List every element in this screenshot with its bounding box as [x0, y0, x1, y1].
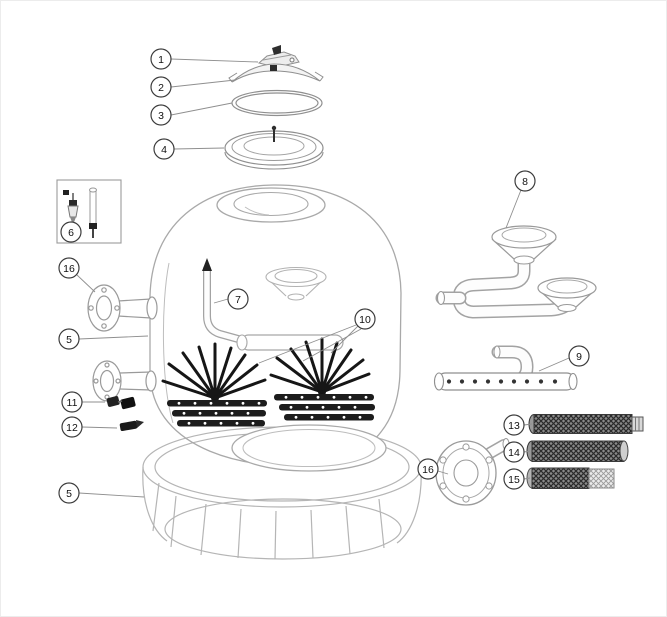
svg-text:15: 15	[508, 474, 520, 486]
part-laterals-10	[161, 337, 375, 427]
part-clamp-1	[257, 45, 300, 67]
sight-tube-icon	[89, 187, 97, 238]
part-fitting-12	[119, 420, 144, 432]
callout-16-left: 16	[58, 257, 80, 279]
svg-text:13: 13	[508, 420, 520, 432]
callouts: 1 2 3 4 6 16 5 7 8 10 9 11 12 13 14 15 1…	[58, 48, 590, 504]
callout-1: 1	[150, 48, 172, 70]
callout-14: 14	[503, 441, 525, 463]
part-oring-3	[231, 89, 323, 117]
callout-9: 9	[568, 345, 590, 367]
callout-5-base: 5	[58, 482, 80, 504]
svg-text:16: 16	[63, 263, 75, 275]
callout-3: 3	[150, 104, 172, 126]
svg-text:8: 8	[522, 176, 528, 188]
callout-12: 12	[61, 416, 83, 438]
internal-diffuser-funnel	[265, 266, 327, 301]
part-tank-body-5	[149, 184, 402, 472]
svg-text:4: 4	[161, 144, 167, 156]
callout-8: 8	[514, 170, 536, 192]
air-relief-valve-icon	[63, 190, 79, 225]
svg-text:16: 16	[422, 464, 434, 476]
callout-16-bottom: 16	[417, 458, 439, 480]
callout-13: 13	[503, 414, 525, 436]
part-flange-16-bottom	[435, 438, 510, 506]
callout-leader-lines	[76, 58, 570, 498]
part-gauge-kit-6	[56, 179, 122, 244]
svg-text:10: 10	[359, 314, 371, 326]
svg-text:5: 5	[66, 334, 72, 346]
part-flange-16-left	[87, 284, 158, 332]
svg-text:7: 7	[235, 294, 241, 306]
callout-6: 6	[60, 221, 82, 243]
part-fitting-11	[106, 396, 136, 410]
lateral-manifold-hub	[236, 334, 344, 351]
part-lid-handle-2	[228, 63, 324, 83]
callout-11: 11	[61, 391, 83, 413]
lower-flanged-port	[92, 360, 157, 402]
svg-text:5: 5	[66, 488, 72, 500]
svg-text:3: 3	[158, 110, 164, 122]
svg-text:14: 14	[508, 447, 520, 459]
part-screen-13	[528, 414, 644, 434]
callout-2: 2	[150, 76, 172, 98]
svg-text:2: 2	[158, 82, 164, 94]
svg-text:11: 11	[67, 397, 78, 409]
svg-text:6: 6	[68, 227, 74, 239]
callout-4: 4	[153, 138, 175, 160]
part-diffuser-assembly-8	[435, 225, 597, 319]
svg-text:1: 1	[158, 54, 164, 66]
callout-10: 10	[354, 308, 376, 330]
part-screen-14	[526, 440, 629, 462]
svg-text:9: 9	[576, 351, 582, 363]
part-lateral-pipe-9	[433, 345, 578, 391]
svg-text:12: 12	[66, 422, 78, 434]
part-tank-lid-4	[224, 125, 324, 170]
callout-5-tank: 5	[58, 328, 80, 350]
callout-15: 15	[503, 468, 525, 490]
part-screen-15	[526, 467, 615, 489]
callout-7: 7	[227, 288, 249, 310]
part-standpipe-7	[202, 258, 253, 346]
